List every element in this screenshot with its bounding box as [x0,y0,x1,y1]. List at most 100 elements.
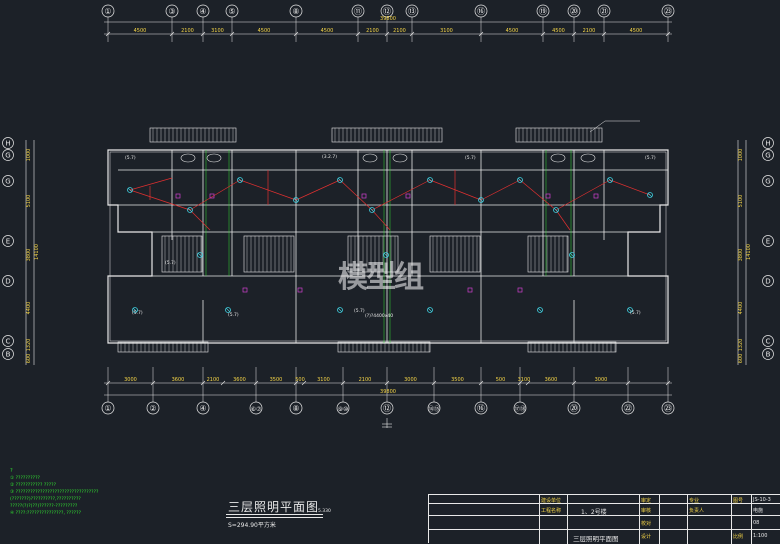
label-discipline: 专业 [689,498,700,504]
dimension-text: 3100 [317,377,330,383]
switch [242,287,248,293]
switch [405,193,411,199]
wiring-line [189,179,241,211]
axis-label: ④ [199,7,206,16]
stair [243,235,295,273]
light-fixture [569,252,575,258]
axis-label: H [5,140,10,148]
label-review: 审核 [641,508,652,514]
dimension-text: 3100 [211,28,224,34]
side-dimension-text: 1000 [26,149,32,162]
room-level-label: (5.7) [630,310,641,316]
switch [545,193,551,199]
dimension-text: 4500 [321,28,334,34]
wiring-line [371,179,431,211]
axis-label: B [6,351,11,359]
axis-bubble [2,335,14,347]
axis-label: ⑲ [539,7,547,16]
wiring-line [129,177,173,191]
light-fixture [293,197,299,203]
axis-label: ② [149,404,156,413]
side-dimension-text: 5100 [26,195,32,208]
dimension-text: 4500 [134,28,147,34]
note-item: ① ?????????? [10,476,40,481]
floor-area: S=294.90平方米 [228,522,276,529]
bathtub [206,153,222,163]
dimension-text: 3500 [451,377,464,383]
overall-dimension: 39800 [380,16,396,22]
label-client: 建设单位 [541,498,562,504]
side-total-dimension: 14100 [34,244,40,260]
side-dimension-text: 600 [26,354,32,364]
light-fixture [369,207,375,213]
room-level-label: (5.7) [165,260,176,266]
dimension-text: 2100 [207,377,220,383]
dimension-text: 3600 [233,377,246,383]
light-fixture [427,177,433,183]
switch [517,287,523,293]
switch [361,193,367,199]
switch [175,193,181,199]
axis-label: G [765,152,770,160]
axis-label: H [765,140,770,148]
stair [527,235,569,273]
bathtub [392,153,408,163]
dimension-text: 3000 [404,377,417,383]
room-level-label: (3.2.7) [322,154,337,160]
dimension-text: 2100 [366,28,379,34]
scale-value: 1:100 [753,533,768,539]
dimension-text: 3100 [518,377,531,383]
axis-label: ⑰⑱ [514,405,526,413]
light-fixture [427,307,433,313]
inner-wall [109,151,667,342]
axis-label: C [6,338,11,346]
light-fixture [237,177,243,183]
axis-bubble [762,275,774,287]
axis-bubble [762,149,774,161]
side-dimension-text: 1000 [738,149,744,162]
room-level-label: (5.7) [354,308,365,314]
wiring-line [555,179,611,211]
dimension-text: 3000 [595,377,608,383]
side-dimension-text: 5100 [738,195,744,208]
axis-bubble [762,348,774,360]
axis-bubble [762,137,774,149]
axis-label: ① [104,7,111,16]
axis-label: ⑫ [383,404,391,413]
axis-label: ㉓ [664,7,672,16]
dimension-text: 500 [496,377,506,383]
balcony-railing [515,127,603,143]
light-fixture [478,197,484,203]
side-total-dimension: 14100 [746,244,752,260]
side-dimension-text: 3800 [26,249,32,262]
overall-dimension: 39800 [380,389,396,395]
watermark: 模型组 [338,260,424,295]
dimension-text: 2100 [181,28,194,34]
axis-bubble [2,149,14,161]
side-dimension-text: 1320 [26,339,32,352]
wiring-line [609,179,651,196]
axis-bubble [2,235,14,247]
wiring-line [519,179,557,211]
balcony-railing [331,127,443,143]
axis-label: ⑳ [570,7,578,16]
axis-label: C [766,338,771,346]
axis-label: ㉑ [600,7,608,16]
wiring-line [129,189,191,211]
room-level-label: (5.7) [228,312,239,318]
light-fixture [132,307,138,313]
light-fixture [627,307,633,313]
note-item: ④ ????:???????????????, ?????? [10,511,82,516]
label-check: 校对 [641,521,652,527]
sheet-number: 08 [753,520,760,526]
axis-label: ⑫ [383,7,391,16]
stair [429,235,481,273]
axis-label: ⑯ [477,404,485,413]
balcony-railing [149,127,237,143]
light-fixture [187,207,193,213]
wiring-line [295,179,341,201]
